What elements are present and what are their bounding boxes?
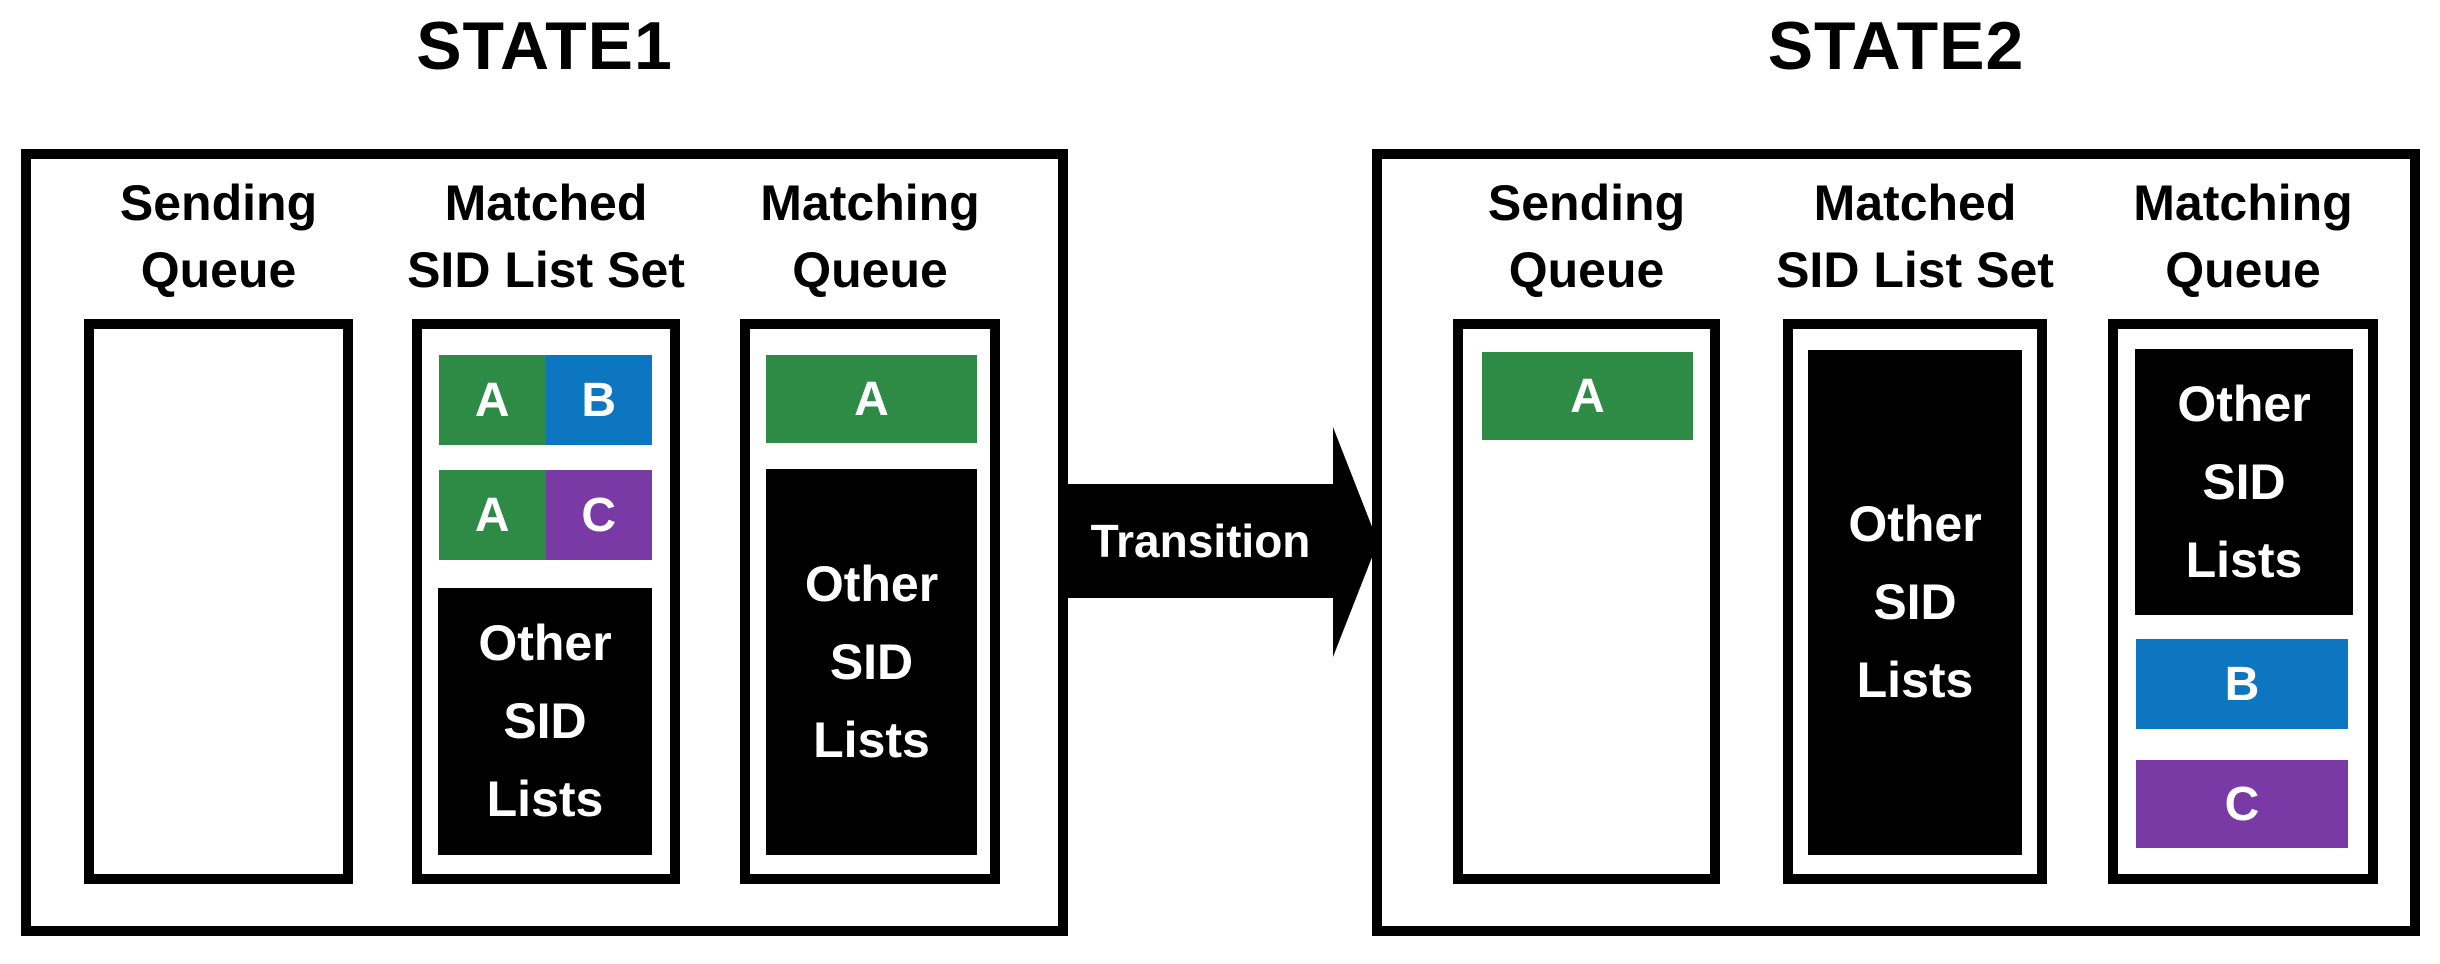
other-sid-lists-line3: Lists xyxy=(813,712,930,768)
other-sid-lists-line1: Other xyxy=(804,556,939,612)
state1-sid-b-of-ab: B xyxy=(545,355,652,445)
state2-matched-header-line1: Matched xyxy=(1813,175,2017,231)
other-sid-lists-line1: Other xyxy=(2177,376,2311,432)
state1-sending-queue-header: Sending Queue xyxy=(64,170,373,304)
state2-sending-queue-header: Sending Queue xyxy=(1433,170,1740,304)
state2-matching-queue-header: Matching Queue xyxy=(2088,170,2398,304)
other-sid-lists-line1: Other xyxy=(478,615,612,671)
transition-arrow-head-icon xyxy=(1333,427,1378,657)
state2-matched-header-line2: SID List Set xyxy=(1776,242,2054,298)
state2-matching-header-line1: Matching xyxy=(2133,175,2353,231)
state2-sending-queue-item-a: A xyxy=(1482,352,1693,440)
other-sid-lists-line3: Lists xyxy=(1856,652,1974,708)
state1-matched-header-line2: SID List Set xyxy=(407,242,685,298)
transition-label: Transition xyxy=(1090,515,1311,567)
state1-matched-sid-list-set-header: Matched SID List Set xyxy=(392,170,700,304)
other-sid-lists-line2: SID xyxy=(1873,574,1957,630)
other-sid-lists-line3: Lists xyxy=(2185,532,2303,588)
other-sid-lists-line2: SID xyxy=(2202,454,2286,510)
state2-matching-queue-item-b: B xyxy=(2136,639,2348,729)
state1-sid-c-of-ac: C xyxy=(545,470,652,560)
transition-arrow-body: Transition xyxy=(1068,484,1333,598)
other-sid-lists-line3: Lists xyxy=(486,771,604,827)
state1-sending-header-line2: Queue xyxy=(140,242,297,298)
state1-matched-other-sid-lists: Other SID Lists xyxy=(438,588,652,855)
other-sid-lists-line2: SID xyxy=(829,634,914,690)
state2-sending-header-line1: Sending xyxy=(1487,175,1686,231)
state1-sending-header-line1: Sending xyxy=(119,175,318,231)
state1-matching-other-sid-lists: Other SID Lists xyxy=(766,469,977,855)
state2-title: STATE2 xyxy=(1767,8,2025,84)
state2-matching-other-sid-lists: Other SID Lists xyxy=(2135,349,2353,615)
state1-matching-queue-header: Matching Queue xyxy=(710,170,1030,304)
state2-matching-queue-item-c: C xyxy=(2136,760,2348,848)
state2-matched-sid-list-set-header: Matched SID List Set xyxy=(1763,170,2067,304)
state1-sid-list-a-b: A B xyxy=(439,355,652,445)
state2-matching-header-line2: Queue xyxy=(2165,242,2321,298)
state1-matching-header-line1: Matching xyxy=(760,175,980,231)
state1-sid-a-of-ac: A xyxy=(439,470,546,560)
state1-sending-queue-box xyxy=(84,319,353,884)
state1-title: STATE1 xyxy=(416,8,673,84)
state1-matching-header-line2: Queue xyxy=(792,242,948,298)
state1-sid-list-a-c: A C xyxy=(439,470,652,560)
state2-sending-header-line2: Queue xyxy=(1508,242,1665,298)
state1-matching-queue-item-a: A xyxy=(766,355,977,443)
other-sid-lists-line2: SID xyxy=(503,693,587,749)
state1-matched-header-line1: Matched xyxy=(444,175,648,231)
state1-sid-a-of-ab: A xyxy=(439,355,546,445)
other-sid-lists-line1: Other xyxy=(1848,496,1982,552)
state2-matched-other-sid-lists: Other SID Lists xyxy=(1808,350,2022,855)
